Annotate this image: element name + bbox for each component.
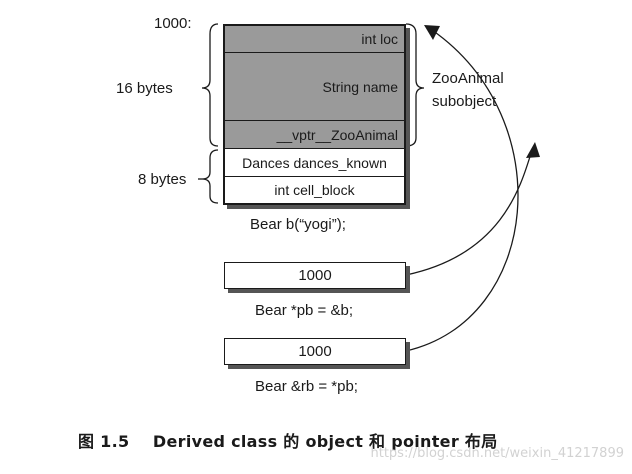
subobject-label-line2: subobject bbox=[432, 93, 497, 110]
watermark: https://blog.csdn.net/weixin_41217899 bbox=[370, 446, 624, 461]
field-cell-block-text: int cell_block bbox=[274, 182, 355, 198]
subobject-label-line1: ZooAnimal bbox=[432, 70, 504, 87]
size-label-8-bytes: 8 bytes bbox=[138, 171, 187, 188]
reference-value: 1000 bbox=[298, 343, 332, 360]
pointer-box: 1000 bbox=[224, 262, 406, 289]
bear-object-block: int loc String name __vptr__ZooAnimal Da… bbox=[223, 24, 406, 205]
brace-16-bytes bbox=[201, 23, 219, 147]
reference-box: 1000 bbox=[224, 338, 406, 365]
field-string-name-text: String name bbox=[322, 78, 398, 95]
reference-declaration: Bear &rb = *pb; bbox=[255, 378, 358, 395]
figure-caption: 图 1.5 Derived class 的 object 和 pointer 布… bbox=[78, 432, 498, 451]
field-dances-known: Dances dances_known bbox=[225, 149, 404, 177]
pointer-arrow bbox=[396, 149, 533, 276]
object-declaration: Bear b(“yogi”); bbox=[250, 216, 346, 233]
field-int-loc: int loc bbox=[225, 26, 404, 53]
brace-subobject bbox=[405, 23, 425, 147]
field-int-loc-text: int loc bbox=[361, 31, 398, 47]
reference-arrow bbox=[396, 29, 519, 352]
field-dances-known-text: Dances dances_known bbox=[242, 154, 387, 171]
field-vptr-text: __vptr__ZooAnimal bbox=[276, 126, 398, 143]
brace-8-bytes bbox=[201, 149, 219, 204]
field-string-name: String name bbox=[225, 53, 404, 121]
pointer-arrowhead-icon bbox=[526, 142, 540, 158]
address-label: 1000: bbox=[154, 15, 192, 32]
reference-arrowhead-icon bbox=[424, 25, 440, 40]
field-vptr: __vptr__ZooAnimal bbox=[225, 121, 404, 149]
pointer-declaration: Bear *pb = &b; bbox=[255, 302, 353, 319]
size-label-16-bytes: 16 bytes bbox=[116, 80, 173, 97]
pointer-value: 1000 bbox=[298, 267, 332, 284]
field-cell-block: int cell_block bbox=[225, 177, 404, 203]
